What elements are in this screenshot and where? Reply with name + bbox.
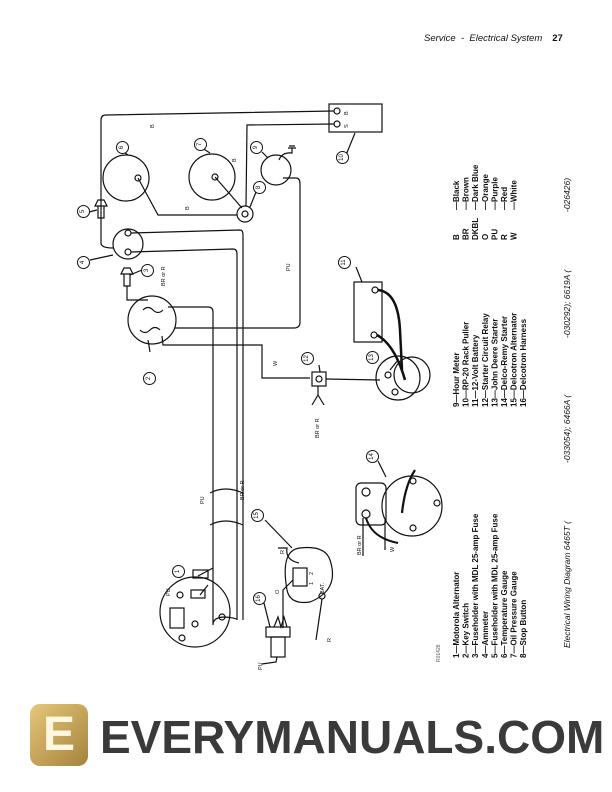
callout-leaders [88, 132, 399, 628]
legend-item: 12—Starter Circuit Relay [480, 313, 490, 407]
legend-item: 2—Key Switch [461, 602, 471, 658]
callout-3: 3 [141, 264, 154, 277]
starter-relay [311, 371, 327, 387]
legend-item: 10—RP-20 Rack Puller [461, 321, 471, 407]
wire-label-br-or-r-3: BR or R [240, 480, 246, 500]
wire-label-pu: PU [286, 263, 292, 271]
color-code-row: PU—Purple [490, 177, 500, 240]
terminal-b [333, 107, 341, 115]
delcotron-alternator [284, 546, 334, 604]
delco-remy-starter [381, 475, 443, 537]
delcotron-harness [265, 626, 291, 638]
legend-components-1: 1—Motorola Alternator 2—Key Switch 3—Fus… [452, 496, 534, 658]
legend-item: 11—12-Volt Battery [471, 334, 481, 407]
legend-item: 6—Temperature Gauge [499, 570, 509, 658]
wire-label-br-or-r-4: BR or R [357, 535, 363, 555]
fuse-5 [94, 199, 108, 219]
callout-7: 7 [194, 138, 207, 151]
callout-8: 8 [253, 181, 266, 194]
oil-pressure-gauge [188, 153, 236, 201]
wire-label-o: O [275, 589, 281, 594]
callout-12: 12 [301, 352, 314, 365]
wire-s [245, 123, 335, 207]
legend-item: 5—Fuseholder with MDL 25-amp Fuse [490, 513, 500, 658]
wire-label-pu-4: PU [166, 588, 172, 596]
wire-label-b: B [150, 124, 156, 128]
callout-14: 14 [366, 450, 379, 463]
color-code-row: O—Orange [480, 173, 490, 240]
figure-id: R01428 [436, 644, 442, 662]
wire-label-br-or-r: BR or R [161, 266, 167, 286]
callout-16: 16 [253, 592, 266, 605]
wire-label-1: 1 [309, 581, 315, 585]
wire-purple [175, 177, 301, 329]
color-code-row: B—Black [452, 180, 461, 240]
legend-item: 9—Hour Meter [452, 352, 461, 407]
legend-item: 4—Ammeter [480, 610, 490, 658]
wire-label-r: R [280, 550, 286, 554]
legend-item: 14—Delco-Remy Starter [499, 315, 509, 407]
color-code-row: R—Red [499, 186, 509, 240]
fuse-3 [120, 267, 134, 287]
callout-1: 1 [172, 565, 185, 578]
callout-5: 5 [77, 205, 90, 218]
stop-button [236, 205, 254, 223]
color-code-row: W—White [509, 180, 519, 240]
legend-item: 3—Fuseholder with MDL 25-amp Fuse [471, 513, 481, 658]
ammeter [112, 228, 144, 260]
page-number: 27 [552, 33, 563, 44]
watermark-logo: E [30, 704, 88, 766]
legend-item: 15—Delcotron Alternator [509, 312, 519, 407]
wire-black-top [100, 110, 335, 249]
rack-puller-box [328, 103, 383, 133]
wire-label-b3: B [185, 206, 191, 210]
hour-meter [260, 154, 292, 186]
color-code-row: BR—Brown [461, 177, 471, 240]
legend-item: 13—John Deere Starter [490, 318, 500, 407]
figure-caption: Electrical Wiring Diagram 6465T ( -03305… [562, 178, 572, 648]
callout-2: 2 [143, 372, 156, 385]
callout-11: 11 [338, 256, 351, 269]
legend-item: 8—Stop Button [519, 599, 529, 658]
terminal-s [333, 120, 341, 128]
wire-label-b2: B [232, 158, 238, 162]
temperature-gauge [102, 154, 150, 202]
wire-label-bat: BAT. [320, 582, 326, 594]
wire-label-w-2: W [390, 546, 396, 552]
wire-label-pu-3: PU [258, 662, 264, 670]
wire-label-br-or-r-2: BR or R [315, 418, 321, 438]
legend-item: 1—Motorola Alternator [452, 571, 461, 658]
wire-label-r-2: R [327, 638, 333, 642]
key-switch [127, 295, 177, 345]
wire-label-pu-2: PU [200, 496, 206, 504]
wire-label-w: W [273, 360, 279, 366]
terminal-label-b: B [344, 111, 350, 115]
callout-10: 10 [336, 151, 349, 164]
legend-wire-colors: B—Black BR—Brown DKBL—Dark Blue O—Orange… [452, 156, 524, 240]
callout-15: 15 [251, 509, 264, 522]
callout-13: 13 [366, 351, 379, 364]
color-code-row: DKBL—Dark Blue [471, 164, 481, 240]
terminal-label-s: S [344, 124, 350, 128]
page-header: Service - Electrical System 27 [424, 33, 563, 44]
legend-item: 7—Oil Pressure Gauge [509, 571, 519, 658]
legend-item: 16—Delcotron Harness [519, 318, 529, 407]
callout-6: 6 [116, 141, 129, 154]
legend-components-2: 9—Hour Meter 10—RP-20 Rack Puller 11—12-… [452, 306, 534, 407]
motorola-alternator [159, 576, 231, 648]
watermark-text: EVERYMANUALS.COM [100, 711, 605, 763]
john-deere-starter [375, 355, 421, 401]
section-title: Service - Electrical System [424, 33, 543, 44]
callout-9: 9 [250, 141, 263, 154]
wire-label-2: 2 [309, 571, 315, 575]
callout-4: 4 [77, 256, 90, 269]
battery [353, 281, 383, 343]
